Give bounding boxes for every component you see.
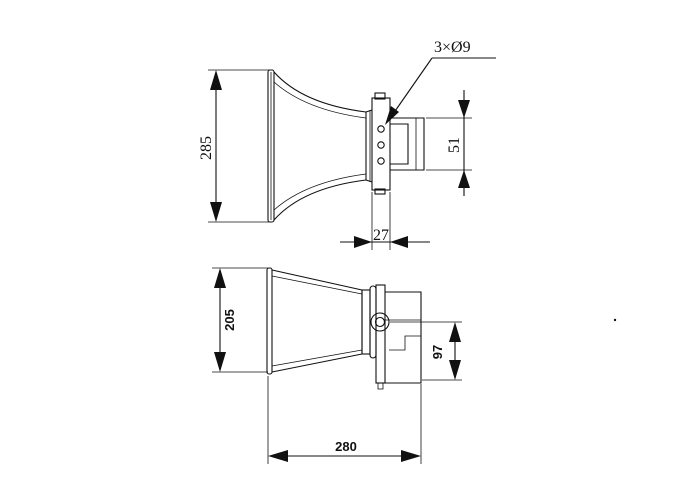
dimension-280: 280 bbox=[267, 376, 422, 464]
dimension-97-label: 97 bbox=[430, 345, 445, 359]
dimension-51: 51 bbox=[426, 90, 472, 196]
side-view: 205 97 280 bbox=[212, 267, 462, 464]
dimension-285-label: 285 bbox=[198, 136, 215, 160]
side-pivot-bolt bbox=[370, 312, 390, 332]
stray-dot bbox=[613, 318, 617, 322]
side-horn-rim bbox=[266, 267, 273, 375]
dimension-205: 205 bbox=[212, 267, 268, 373]
dimension-51-label: 51 bbox=[446, 137, 463, 153]
holes-callout-label: 3×Ø9 bbox=[434, 39, 471, 56]
dimension-285: 285 bbox=[198, 69, 270, 223]
top-mounting-plate bbox=[371, 92, 391, 195]
dimension-27: 27 bbox=[340, 192, 430, 250]
top-horn-rim bbox=[267, 69, 275, 223]
dimension-27-label: 27 bbox=[373, 227, 389, 244]
holes-callout: 3×Ø9 bbox=[385, 39, 496, 125]
top-u-bracket bbox=[390, 117, 425, 171]
top-mounting-holes bbox=[377, 125, 385, 165]
side-mount-bracket bbox=[369, 284, 422, 390]
dimension-205-label: 205 bbox=[222, 309, 237, 331]
top-horn-body bbox=[273, 71, 373, 221]
side-horn-body bbox=[271, 269, 371, 373]
dimension-280-label: 280 bbox=[335, 439, 357, 454]
top-view: 285 51 27 3×Ø9 bbox=[198, 39, 496, 250]
dimension-97: 97 bbox=[390, 321, 462, 381]
